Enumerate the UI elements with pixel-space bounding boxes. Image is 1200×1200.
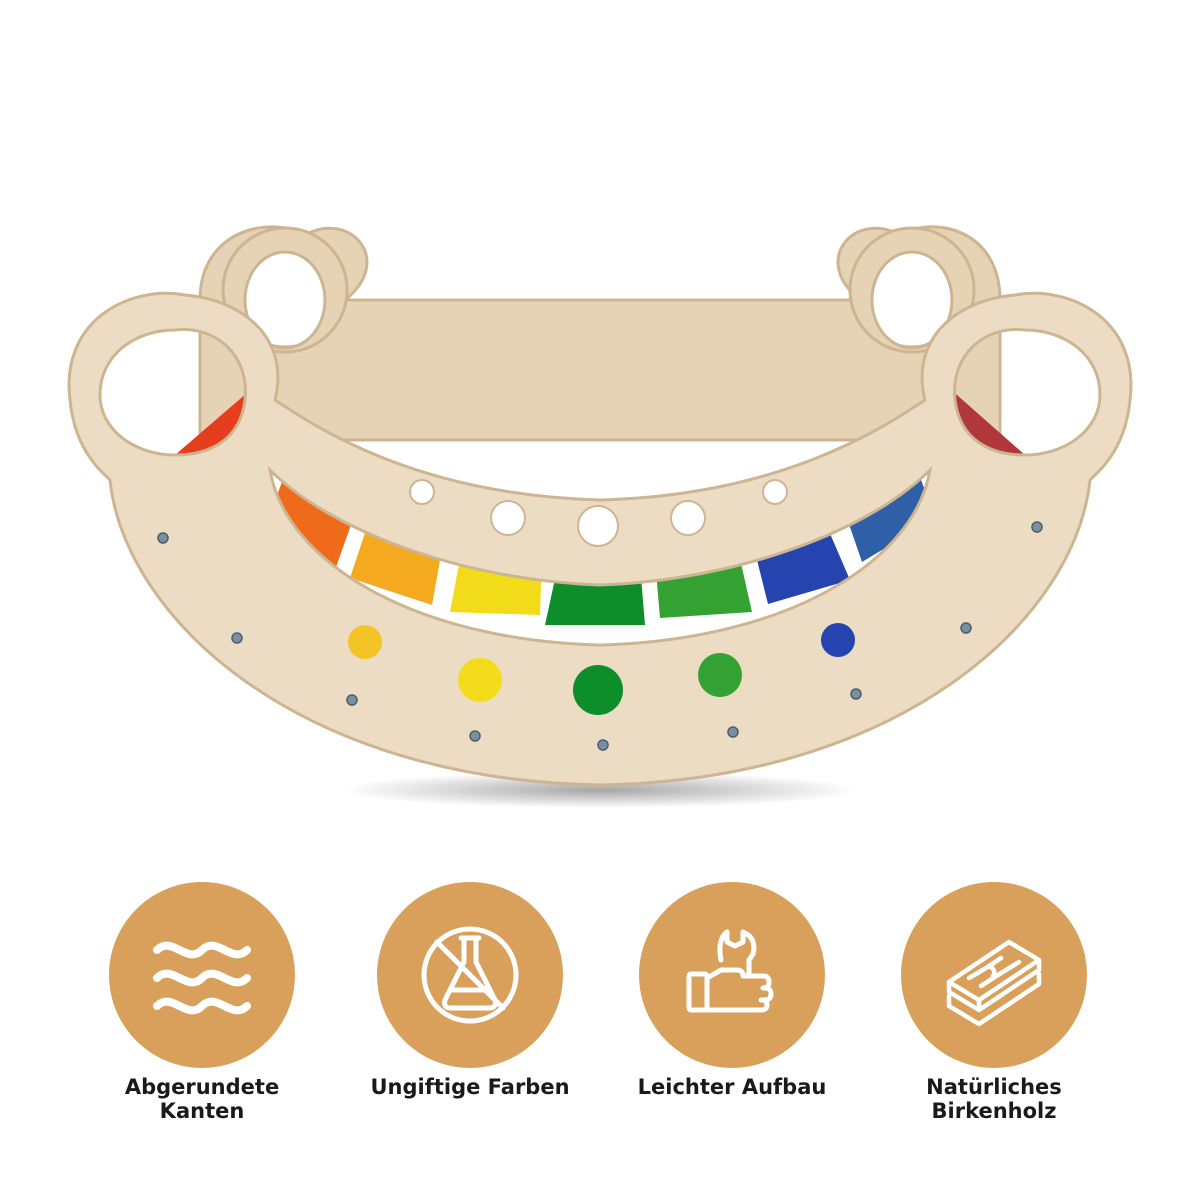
wood-planks-icon <box>946 939 1042 1027</box>
feature-natural-birch: Natürliches Birkenholz <box>864 870 1124 1170</box>
feature-easy-assembly: Leichter Aufbau <box>602 870 862 1170</box>
feature-label: Leichter Aufbau <box>637 1075 827 1099</box>
feature-badge <box>109 882 295 1068</box>
feature-badge <box>901 882 1087 1068</box>
colored-dots <box>348 623 855 715</box>
feature-label: Abgerundete Kanten <box>124 1075 280 1123</box>
feature-label: Ungiftige Farben <box>370 1075 570 1099</box>
rainbow-rocker-illustration <box>67 225 1133 808</box>
floor-shadow <box>340 772 860 808</box>
feature-non-toxic-colors: Ungiftige Farben <box>340 870 600 1170</box>
feature-list: Abgerundete Kanten Ungiftige Farben <box>0 870 1200 1170</box>
feature-badge <box>377 882 563 1068</box>
feature-label: Natürliches Birkenholz <box>926 1075 1062 1123</box>
screws <box>157 521 1043 751</box>
back-handle-right <box>848 226 976 354</box>
wrench-hand-icon <box>686 929 774 1013</box>
feature-badge <box>639 882 825 1068</box>
feature-rounded-edges: Abgerundete Kanten <box>72 870 332 1170</box>
non-toxic-flask-icon <box>421 926 519 1024</box>
back-handle-left <box>221 226 349 354</box>
product-image <box>67 225 1133 808</box>
waves-icon <box>153 941 251 1015</box>
upper-holes <box>409 479 788 547</box>
